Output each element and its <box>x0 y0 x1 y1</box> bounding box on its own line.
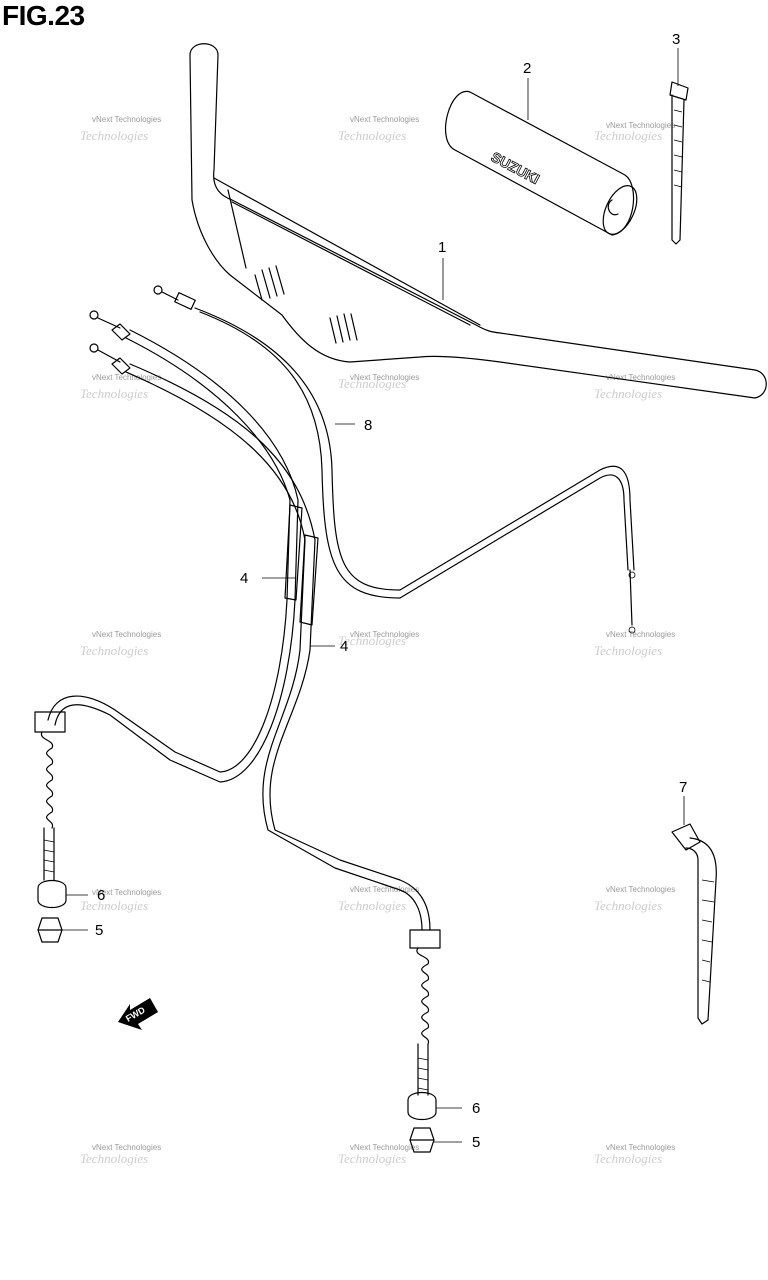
callout-numbers: 1 2 3 4 4 5 5 6 6 7 8 <box>95 31 687 1151</box>
svg-text:Technologies: Technologies <box>338 128 406 143</box>
cap-part-6-right <box>407 1091 437 1121</box>
lever-cable-part-4-right <box>89 343 431 931</box>
svg-text:Technologies: Technologies <box>594 128 662 143</box>
callout-leaders <box>62 48 685 1143</box>
svg-text:Technologies: Technologies <box>80 386 148 401</box>
cable-adjuster-left <box>34 711 66 881</box>
callout-5: 5 <box>95 922 103 939</box>
callout-7: 7 <box>679 779 687 796</box>
fitting-part-5-left <box>37 917 63 943</box>
svg-text:Technologies: Technologies <box>338 898 406 913</box>
watermark: Technologies vNext Technologies <box>80 115 161 143</box>
clamp-band <box>254 265 285 301</box>
svg-text:vNext Technologies: vNext Technologies <box>350 115 419 124</box>
svg-text:vNext Technologies: vNext Technologies <box>606 630 675 639</box>
svg-text:Technologies: Technologies <box>338 376 406 391</box>
handlebar-part-1 <box>189 43 767 399</box>
watermark: Technologies vNext Technologies <box>594 373 675 401</box>
tie-strap-part-3 <box>669 81 689 245</box>
forward-direction-arrow: FWD <box>118 998 158 1030</box>
callout-6: 6 <box>97 887 105 904</box>
callout-1: 1 <box>438 239 446 256</box>
svg-text:vNext Technologies: vNext Technologies <box>350 1143 419 1152</box>
throttle-cable-part-8 <box>153 285 636 634</box>
lever-cable-part-4-left <box>47 310 303 783</box>
handlebar-pad-part-2: SUZUKI <box>445 90 638 236</box>
svg-text:Technologies: Technologies <box>594 386 662 401</box>
svg-text:Technologies: Technologies <box>594 1151 662 1166</box>
cap-part-6-left <box>37 879 67 909</box>
callout-6: 6 <box>472 1100 480 1117</box>
svg-text:Technologies: Technologies <box>80 643 148 658</box>
clamp-band <box>329 313 358 344</box>
brand-logo: SUZUKI <box>489 149 543 188</box>
tie-strap-part-7 <box>671 823 717 1025</box>
callout-5: 5 <box>472 1134 480 1151</box>
watermark: Technologies vNext Technologies <box>338 885 419 913</box>
callout-3: 3 <box>672 31 680 48</box>
svg-text:Technologies: Technologies <box>594 643 662 658</box>
svg-text:Technologies: Technologies <box>80 898 148 913</box>
svg-text:Technologies: Technologies <box>80 128 148 143</box>
svg-text:vNext Technologies: vNext Technologies <box>92 373 161 382</box>
svg-text:vNext Technologies: vNext Technologies <box>92 630 161 639</box>
callout-4: 4 <box>340 638 348 655</box>
svg-text:vNext Technologies: vNext Technologies <box>350 630 419 639</box>
svg-text:vNext Technologies: vNext Technologies <box>92 888 161 897</box>
watermark: Technologies vNext Technologies <box>80 630 161 658</box>
cable-adjuster-right <box>409 929 441 1096</box>
fitting-part-5-right <box>409 1127 435 1153</box>
figure-title: FIG.23 <box>2 0 85 31</box>
svg-text:Technologies: Technologies <box>338 633 406 648</box>
callout-8: 8 <box>364 417 372 434</box>
svg-text:Technologies: Technologies <box>80 1151 148 1166</box>
svg-text:Technologies: Technologies <box>594 898 662 913</box>
watermark: Technologies vNext Technologies <box>80 373 161 401</box>
svg-text:vNext Technologies: vNext Technologies <box>92 115 161 124</box>
svg-text:vNext Technologies: vNext Technologies <box>606 121 675 130</box>
svg-text:vNext Technologies: vNext Technologies <box>350 373 419 382</box>
watermark: Technologies vNext Technologies <box>594 630 675 658</box>
watermark: Technologies vNext Technologies <box>338 115 419 143</box>
callout-2: 2 <box>523 60 531 77</box>
callout-4: 4 <box>240 570 248 587</box>
watermark: Technologies vNext Technologies <box>594 885 675 913</box>
svg-text:Technologies: Technologies <box>338 1151 406 1166</box>
svg-text:vNext Technologies: vNext Technologies <box>606 885 675 894</box>
svg-text:vNext Technologies: vNext Technologies <box>92 1143 161 1152</box>
svg-text:vNext Technologies: vNext Technologies <box>606 373 675 382</box>
svg-text:vNext Technologies: vNext Technologies <box>606 1143 675 1152</box>
svg-text:vNext Technologies: vNext Technologies <box>350 885 419 894</box>
